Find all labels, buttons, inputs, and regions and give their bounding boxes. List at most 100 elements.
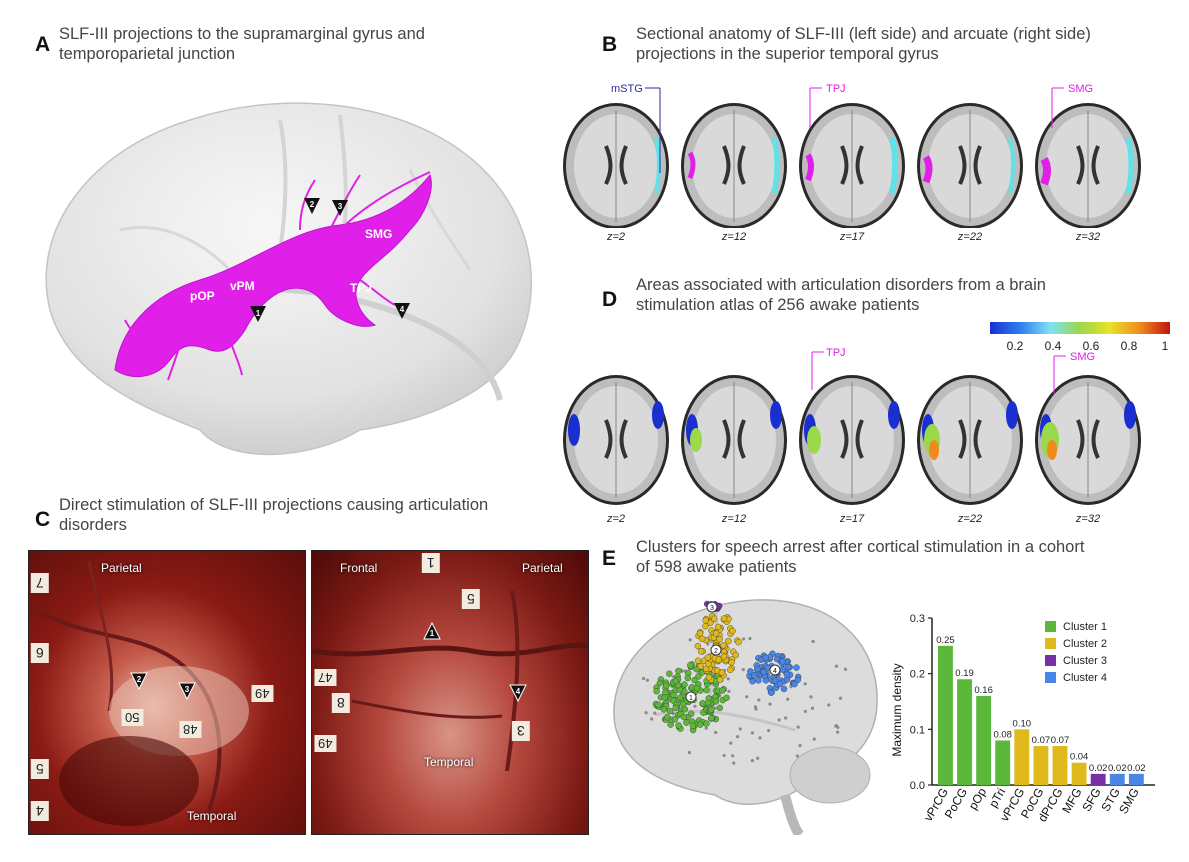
marker-a-1: 1 <box>250 306 266 322</box>
axial-slice-b-3 <box>799 103 905 228</box>
axial-slice-d-2 <box>681 375 787 505</box>
cluster-marker-1: 1 <box>685 691 697 703</box>
svg-text:4: 4 <box>773 668 777 675</box>
cluster-bar-chart: Maximum density 0.00.10.20.3 0.25vPrCG0.… <box>890 613 1155 824</box>
bar-11 <box>1128 773 1144 785</box>
svg-text:3: 3 <box>338 202 343 211</box>
bar-7 <box>1052 746 1068 785</box>
legend-swatch-3 <box>1045 655 1056 666</box>
axial-slice-b-5 <box>1035 103 1141 228</box>
bar-2 <box>957 679 972 785</box>
slice-label-d-4: z=22 <box>957 513 983 525</box>
tag-right-49: 49 <box>314 735 337 752</box>
panel-b-title: Sectional anatomy of SLF-III (left side)… <box>636 24 1091 64</box>
label-parietal-left: Parietal <box>101 561 142 575</box>
colorbar-tick-2: 0.4 <box>1045 339 1062 353</box>
tag-right-8: 8 <box>332 693 350 713</box>
colorbar-gradient <box>990 322 1170 334</box>
panel-c-title-line2: disorders <box>59 516 127 534</box>
label-parietal-right: Parietal <box>522 561 563 575</box>
tag-right-1: 1 <box>422 553 440 573</box>
bar-value-label-5: 0.10 <box>1013 718 1032 729</box>
bar-value-label-2: 0.19 <box>955 668 974 679</box>
axial-slice-b-1 <box>563 103 669 228</box>
cluster-marker-2: 2 <box>710 644 722 656</box>
panel-c-title-line1: Direct stimulation of SLF-III projection… <box>59 496 489 514</box>
bar-value-label-1: 0.25 <box>936 635 955 646</box>
svg-text:2: 2 <box>310 200 315 209</box>
tag-left-48: 48 <box>179 721 202 738</box>
svg-text:1: 1 <box>430 629 435 638</box>
callout-mstg: mSTG <box>611 83 643 95</box>
marker-c-3: 3 <box>178 682 196 701</box>
svg-text:4: 4 <box>400 305 405 314</box>
legend-label-1: Cluster 1 <box>1063 621 1107 633</box>
marker-c-2: 2 <box>130 672 148 691</box>
marker-c-1: 1 <box>423 621 441 640</box>
svg-text:1: 1 <box>256 309 261 318</box>
panel-a-brain-figure: pOP vPM SMG TPJ 1 2 3 4 <box>45 102 533 456</box>
tag-right-3: 3 <box>512 721 530 741</box>
panel-b-letter: B <box>602 33 618 56</box>
bar-value-label-11: 0.02 <box>1127 763 1146 774</box>
cluster-2-points <box>694 612 742 683</box>
bar-5 <box>1014 729 1030 785</box>
colorbar-tick-5: 1 <box>1162 339 1169 353</box>
bar-value-label-9: 0.02 <box>1089 763 1108 774</box>
panel-e-title: Clusters for speech arrest after cortica… <box>636 537 1084 577</box>
chart-ylabel: Maximum density <box>890 663 904 756</box>
cluster-marker-4: 4 <box>769 664 781 676</box>
svg-text:3: 3 <box>710 605 714 612</box>
bar-4 <box>995 740 1011 785</box>
bar-6 <box>1033 746 1049 785</box>
legend-swatch-2 <box>1045 638 1056 649</box>
panel-d-title-line2: stimulation atlas of 256 awake patients <box>636 296 920 314</box>
panel-a-title-line2: temporoparietal junction <box>59 45 236 63</box>
axial-slice-b-2 <box>681 103 787 228</box>
svg-text:2: 2 <box>137 675 142 684</box>
slf-tract-bundle <box>114 173 432 378</box>
panel-d-slices: TPJ SMG <box>563 347 1141 505</box>
axial-slice-b-4 <box>917 103 1023 228</box>
axial-slice-d-5 <box>1035 375 1141 505</box>
bar-10 <box>1109 773 1125 785</box>
marker-a-4: 4 <box>394 303 410 319</box>
panel-e-title-line1: Clusters for speech arrest after cortica… <box>636 538 1085 556</box>
tract-label-smg: SMG <box>365 227 392 241</box>
slice-label-d-3: z=17 <box>839 513 865 525</box>
legend-label-3: Cluster 3 <box>1063 655 1107 667</box>
panel-d-title: Areas associated with articulation disor… <box>636 275 1046 315</box>
bar-category-label-8: MFG <box>1059 786 1084 816</box>
bar-category-label-9: SFG <box>1079 786 1103 814</box>
surgical-photo-right: Frontal Parietal Temporal 1 5 8 47 49 3 … <box>311 550 589 835</box>
label-temporal-right: Temporal <box>424 755 474 769</box>
ytick-label: 0.2 <box>910 669 925 681</box>
ytick-label: 0.0 <box>910 780 925 792</box>
bar-value-label-10: 0.02 <box>1108 763 1127 774</box>
bar-8 <box>1071 762 1087 785</box>
axial-slice-d-4 <box>917 375 1023 505</box>
panel-e-title-line2: of 598 awake patients <box>636 558 797 576</box>
tract-label-tpj: TPJ <box>350 281 372 295</box>
panel-a-letter: A <box>35 33 51 56</box>
label-temporal-left: Temporal <box>187 809 237 823</box>
label-frontal: Frontal <box>340 561 378 575</box>
panel-d-title-line1: Areas associated with articulation disor… <box>636 276 1046 294</box>
legend-label-4: Cluster 4 <box>1063 672 1107 684</box>
bar-value-label-6: 0.07 <box>1032 735 1051 746</box>
bar-value-label-4: 0.08 <box>993 729 1012 740</box>
tract-label-vpm: vPM <box>230 279 255 293</box>
marker-a-2: 2 <box>304 198 320 214</box>
colorbar-tick-4: 0.8 <box>1121 339 1138 353</box>
slice-label-b-5: z=32 <box>1075 231 1101 243</box>
tag-left-5: 5 <box>31 759 49 779</box>
cluster-marker-3: 3 <box>706 601 718 613</box>
tract-label-pop: pOP <box>190 289 215 303</box>
surgical-photo-left: Parietal Temporal 7 6 50 48 49 5 4 2 3 <box>28 550 306 835</box>
tag-left-7: 7 <box>31 573 49 593</box>
tag-right-47: 47 <box>314 669 337 686</box>
bar-category-label-11: SMG <box>1116 786 1142 817</box>
legend-label-2: Cluster 2 <box>1063 638 1107 650</box>
slice-label-b-1: z=2 <box>606 231 626 243</box>
bar-9 <box>1090 773 1106 785</box>
